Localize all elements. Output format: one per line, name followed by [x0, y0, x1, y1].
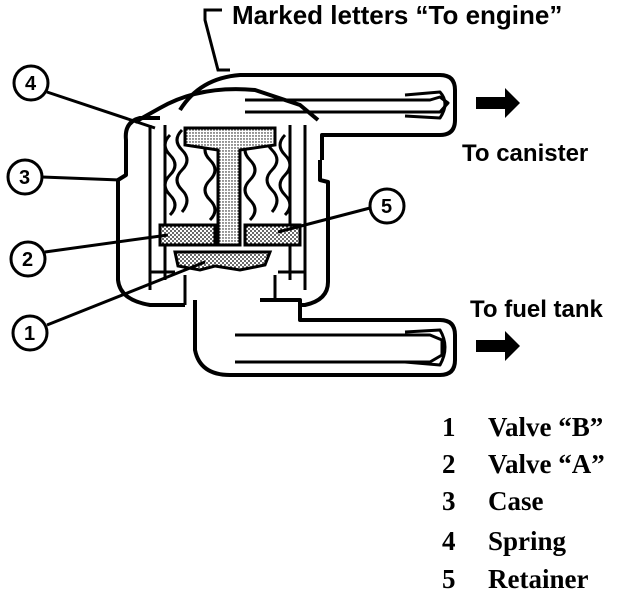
legend-2-num: 2 [442, 449, 456, 479]
callout-3-number: 3 [19, 167, 30, 189]
outlet-neck [183, 275, 277, 305]
legend-4-num: 4 [442, 526, 456, 556]
case-cap [134, 87, 320, 124]
legend-1-num: 1 [442, 412, 456, 442]
port-arrows [476, 88, 520, 361]
fuel-tank-port-tube [193, 298, 457, 377]
retainer-ring [158, 223, 302, 247]
callout-4-number: 4 [25, 73, 37, 95]
callout-4: 4 [12, 64, 156, 130]
canister-arrow-icon [476, 88, 520, 118]
legend-5-name: Retainer [488, 564, 588, 594]
callout-2-number: 2 [22, 249, 33, 271]
legend-5-num: 5 [442, 564, 456, 594]
callout-2: 2 [9, 233, 169, 278]
legend-3-name: Case [488, 486, 544, 516]
callout-1-number: 1 [24, 323, 35, 345]
spring [163, 128, 292, 222]
legend-2-name: Valve “A” [488, 449, 605, 479]
fuel-tank-arrow-icon [476, 331, 520, 361]
valve-a-seat [148, 250, 307, 274]
fuel-tank-port-label: To fuel tank [470, 296, 604, 323]
canister-port-label: To canister [462, 140, 588, 167]
callout-3: 3 [6, 158, 121, 196]
callout-5-number: 5 [381, 196, 392, 218]
top-label-group: Marked letters “To engine” [203, 0, 562, 72]
valve-stem [183, 126, 277, 247]
legend-1-name: Valve “B” [488, 412, 603, 442]
callouts: 4 3 2 1 5 [6, 64, 406, 352]
canister-port-tube [178, 73, 457, 160]
legend-4-name: Spring [488, 526, 567, 556]
top-label: Marked letters “To engine” [232, 0, 562, 30]
callout-5: 5 [277, 187, 406, 234]
legend: 1 Valve “B” 2 Valve “A” 3 Case 4 Spring … [442, 412, 605, 594]
legend-3-num: 3 [442, 486, 456, 516]
valve-internals [148, 126, 307, 305]
callout-1: 1 [11, 260, 206, 352]
top-label-leader [203, 8, 230, 72]
